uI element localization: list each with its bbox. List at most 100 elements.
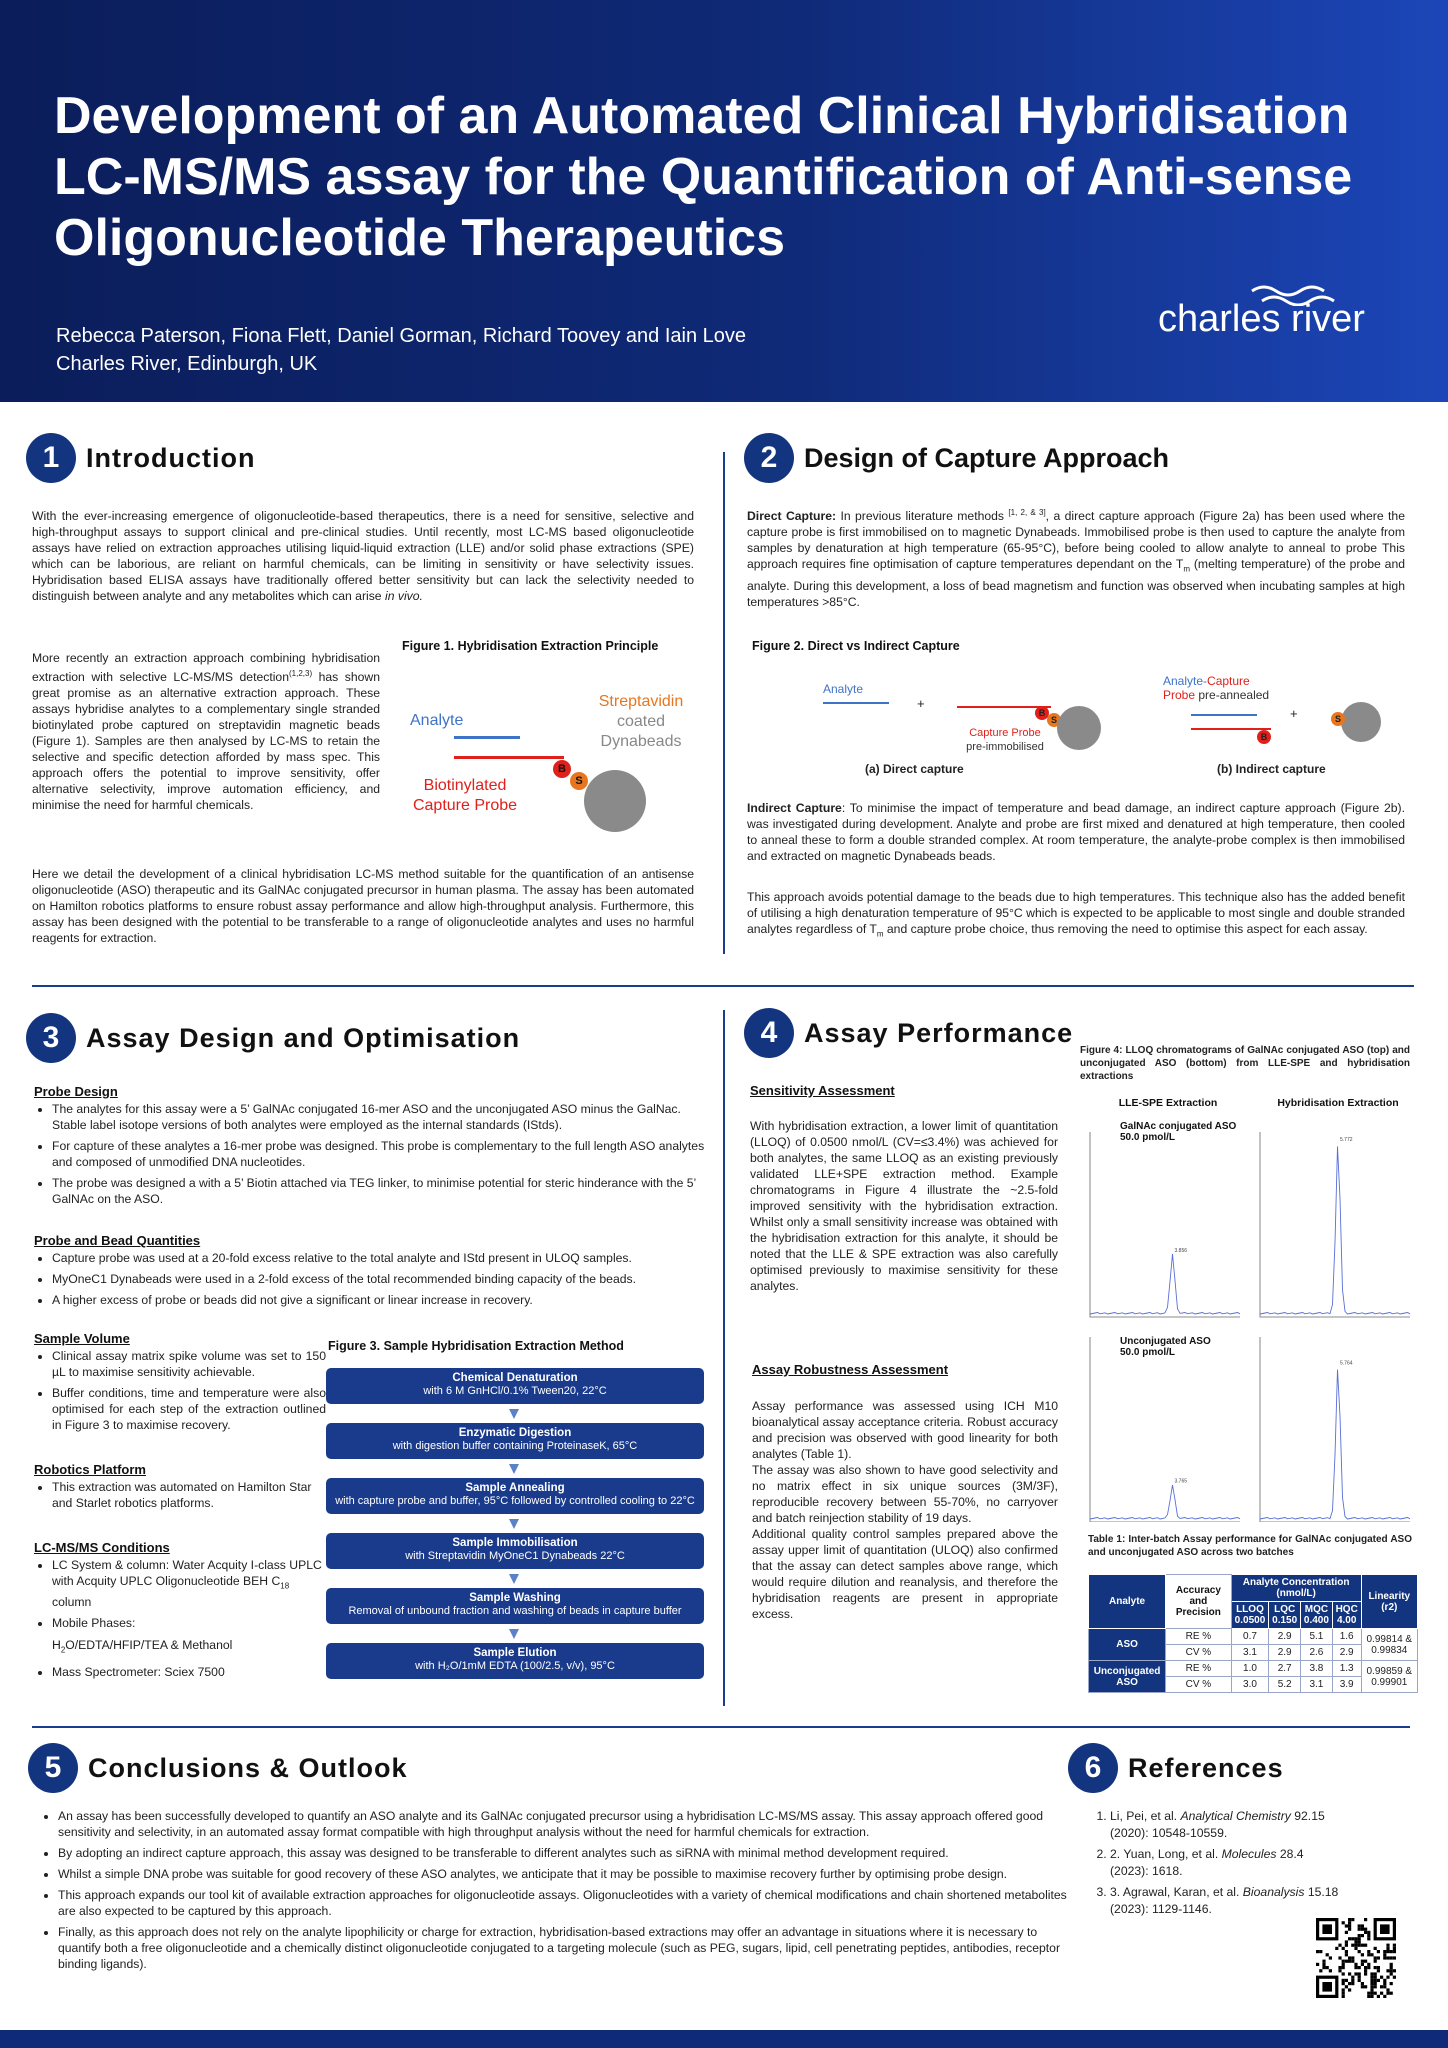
ref-authors: Li, Pei, et al. [1110,1809,1181,1823]
qr-module [1357,1927,1361,1931]
qr-module [1341,1982,1345,1986]
level-val: 4.00 [1336,1615,1357,1626]
intro-paragraph-2: More recently an extraction approach com… [32,650,380,813]
h-text: H [52,1638,61,1653]
reference-item: 2. Yuan, Long, et al. Molecules 28.4 (20… [1110,1846,1340,1880]
table-header: Accuracy and Precision [1165,1574,1232,1629]
qr-module [1386,1969,1390,1973]
indirect-capture-label: Indirect Capture [747,801,842,815]
table-row: Unconjugated ASO RE % 1.0 2.7 3.8 1.3 0.… [1087,1660,1419,1693]
s2-p3-sub: m [876,929,884,939]
probe-design-heading: Probe Design [34,1084,118,1099]
peak-label: 3.765 [1175,1479,1188,1485]
logo-waves-icon [1251,285,1335,306]
table-cell: CV % [1165,1644,1232,1661]
peak-label: 3.856 [1175,1248,1188,1254]
qr-module [1357,1943,1361,1947]
qr-module [1373,1959,1377,1963]
qr-module [1316,1950,1320,1954]
fig2a-label: (a) Direct capture [865,762,964,776]
qr-module [1370,1978,1374,1982]
reference-item: 3. Agrawal, Karan, et al. Bioanalysis 15… [1110,1884,1340,1918]
qr-module [1357,1940,1361,1944]
table-cell: RE % [1165,1628,1232,1645]
qr-module [1348,1959,1352,1963]
qr-module [1341,1978,1345,1982]
qr-module [1357,1950,1361,1954]
flow-step-immobilisation: Sample Immobilisation with Streptavidin … [326,1533,704,1569]
qr-module [1338,1966,1342,1970]
authors-block: Rebecca Paterson, Fiona Flett, Daniel Go… [56,322,746,378]
table-cell: 0.7 [1230,1628,1270,1645]
table-header: Analyte Concentration (nmol/L) [1230,1574,1362,1602]
chromatogram-panel: 3.765 [1089,1337,1241,1522]
qr-module [1364,1918,1368,1922]
qr-module [1354,1943,1358,1947]
fig1-streptavidin-badge: S [570,772,588,790]
qr-module [1367,1953,1371,1957]
robustness-paragraph: Assay performance was assessed using ICH… [752,1398,1058,1622]
qr-module [1341,1994,1345,1998]
qr-module [1357,1934,1361,1938]
flow-step-washing: Sample Washing Removal of unbound fracti… [326,1588,704,1624]
level-name: MQC [1304,1604,1329,1615]
qr-module [1341,1988,1345,1992]
conclusions-list: An assay has been successfully developed… [42,1808,1068,1977]
ref-journal: Bioanalysis [1242,1885,1305,1899]
intro-p2-sup: (1,2,3) [288,669,313,678]
qr-module [1316,1962,1320,1966]
table-row: CV % 3.0 5.2 3.1 3.9 [1089,1676,1418,1693]
section-title: References [1128,1752,1284,1783]
lcms-list: LC System & column: Water Acquity I-clas… [36,1557,326,1685]
qr-module [1373,1991,1377,1995]
qr-module [1325,1953,1329,1957]
flow-step-denaturation: Chemical Denaturation with 6 M GnHCl/0.1… [326,1368,704,1404]
list-item: A higher excess of probe or beads did no… [52,1292,718,1308]
qr-code-icon[interactable] [1316,1918,1396,1998]
chromatogram-trace [1259,1146,1411,1315]
table-cell: 2.6 [1300,1644,1333,1661]
qr-module [1351,1959,1355,1963]
ref-detail: 15.18 (2023): 1129-1146. [1110,1885,1339,1916]
peak-label: 5.772 [1340,1137,1353,1143]
qr-module [1360,1934,1364,1938]
qr-module [1351,1937,1355,1941]
s2-p3-text-b: and capture probe choice, thus removing … [883,922,1368,936]
title-line-3: Oligonucleotide Therapeutics [54,209,785,267]
qr-module [1344,1943,1348,1947]
qr-module [1373,1956,1377,1960]
poster-title: Development of an Automated Clinical Hyb… [54,86,1354,269]
fig1-probe-strand [454,756,564,759]
qr-module [1392,1946,1396,1950]
qr-module [1392,1950,1396,1954]
qr-module [1351,1978,1355,1982]
qr-module [1364,1930,1368,1934]
figure-1-caption: Figure 1. Hybridisation Extraction Princ… [402,639,659,653]
section-number: 2 [744,433,794,483]
qr-module [1364,1969,1368,1973]
qr-module [1360,1985,1364,1989]
qr-module [1380,1991,1384,1995]
figure-3-caption: Figure 3. Sample Hybridisation Extractio… [328,1339,624,1353]
qr-module [1322,1962,1326,1966]
level-name: LQC [1274,1604,1296,1615]
qr-module [1360,1924,1364,1928]
qr-module [1357,1975,1361,1979]
qr-module [1367,1962,1371,1966]
intro-paragraph-3: Here we detail the development of a clin… [32,867,694,945]
lcms-item1-text-b: column [52,1595,92,1610]
lcms-item2-phase: H2O/EDTA/HFIP/TEA & Methanol [52,1637,232,1658]
qr-module [1364,1966,1368,1970]
fig1-biotin-badge: B [553,760,571,778]
qr-module [1341,1991,1345,1995]
table-cell: RE % [1165,1660,1232,1677]
table-cell: 2.9 [1331,1644,1362,1661]
lcms-item1-text: LC System & column: Water Acquity I-clas… [52,1558,322,1588]
qr-module [1360,1943,1364,1947]
list-item: This approach expands our tool kit of av… [58,1887,1068,1919]
qr-module [1380,1975,1384,1979]
qr-module [1351,1975,1355,1979]
qr-module [1392,1975,1396,1979]
